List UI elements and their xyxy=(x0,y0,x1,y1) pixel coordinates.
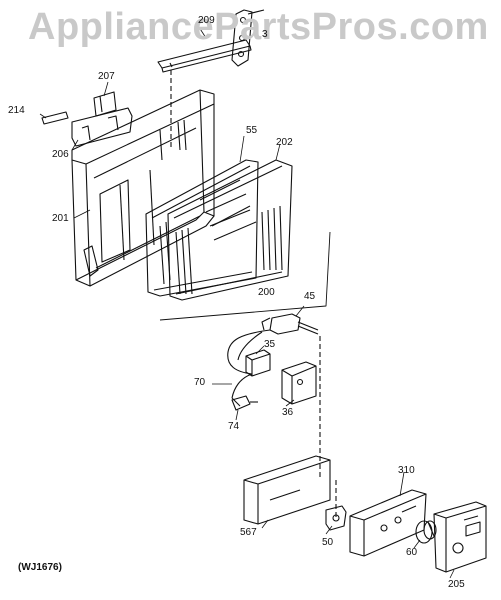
part-35-relay xyxy=(245,349,271,377)
assembly-200-bracket xyxy=(159,231,331,321)
label-200: 200 xyxy=(258,287,275,298)
label-70: 70 xyxy=(194,377,206,388)
label-209: 209 xyxy=(198,15,215,26)
part-74-plug xyxy=(231,395,258,411)
label-567: 567 xyxy=(240,527,257,538)
label-201: 201 xyxy=(52,213,69,224)
part-205-panel-cover xyxy=(433,501,487,573)
part-202-grille xyxy=(167,159,293,301)
part-214-strip xyxy=(41,111,69,125)
part-3-mounting-strip xyxy=(231,9,265,67)
label-214: 214 xyxy=(8,105,25,116)
part-60-knob xyxy=(415,520,437,544)
part-567-control-box xyxy=(243,455,331,525)
part-36-bracket xyxy=(281,361,317,405)
part-45-component xyxy=(261,313,319,335)
label-74: 74 xyxy=(228,421,240,432)
leader-lines xyxy=(39,23,455,579)
part-50-switch xyxy=(325,505,347,531)
label-310: 310 xyxy=(398,465,415,476)
label-45: 45 xyxy=(304,291,316,302)
label-205: 205 xyxy=(448,579,465,590)
part-201-front-frame xyxy=(71,89,215,287)
label-202: 202 xyxy=(276,137,293,148)
part-209-top-bracket xyxy=(157,39,252,73)
label-3: 3 xyxy=(262,29,268,40)
label-35: 35 xyxy=(264,339,276,350)
label-206: 206 xyxy=(52,149,69,160)
part-206-bracket xyxy=(71,107,133,147)
label-55: 55 xyxy=(246,125,258,136)
label-36: 36 xyxy=(282,407,294,418)
diagram-code: (WJ1676) xyxy=(18,562,62,573)
part-207-clip xyxy=(93,91,117,117)
label-60: 60 xyxy=(406,547,418,558)
label-50: 50 xyxy=(322,537,334,548)
label-207: 207 xyxy=(98,71,115,82)
